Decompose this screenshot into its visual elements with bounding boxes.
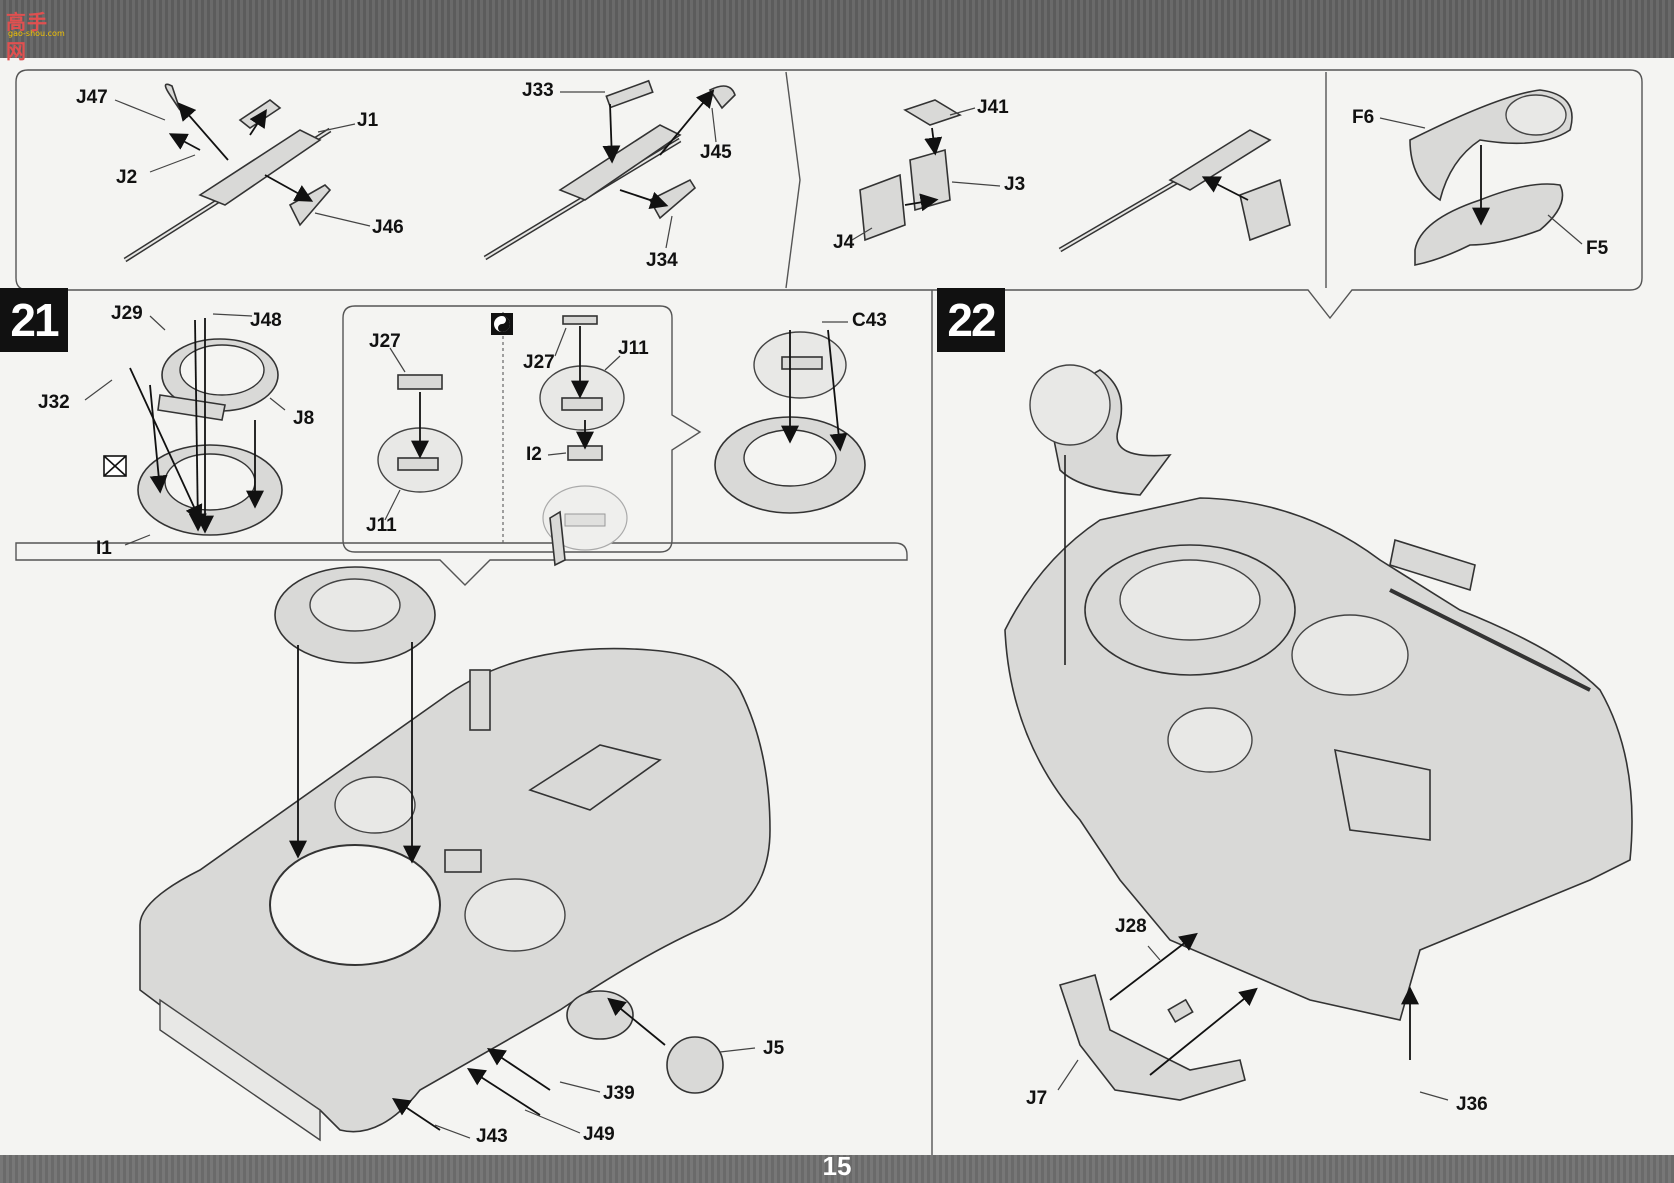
part-label-j33: J33 bbox=[522, 80, 554, 101]
part-label-j1: J1 bbox=[357, 110, 379, 131]
part-label-j27-b: J27 bbox=[523, 352, 555, 373]
part-label-f5: F5 bbox=[1586, 238, 1609, 259]
part-label-f6: F6 bbox=[1352, 107, 1375, 128]
part-label-j11-b: J11 bbox=[618, 338, 649, 359]
part-label-j8: J8 bbox=[293, 408, 315, 429]
part-label-j29: J29 bbox=[111, 303, 143, 324]
machine-gun-1 bbox=[114, 83, 371, 263]
part-label-c43: C43 bbox=[852, 310, 887, 331]
part-label-j28: J28 bbox=[1115, 916, 1147, 937]
x-box-icon bbox=[103, 455, 127, 477]
step21-callout-frame bbox=[15, 542, 908, 586]
hatch-option-a bbox=[377, 347, 463, 521]
part-label-j3: J3 bbox=[1004, 174, 1026, 195]
step21-option-box bbox=[342, 305, 702, 553]
footer-band: 15 bbox=[0, 1151, 1674, 1183]
mounted-machine-gun bbox=[1058, 129, 1291, 253]
part-label-j4: J4 bbox=[833, 232, 855, 253]
part-label-j48: J48 bbox=[250, 310, 282, 331]
site-logo: 高手网 gao-shou.com bbox=[6, 6, 68, 63]
hatch-option-b bbox=[539, 315, 628, 551]
header-band: 高手网 gao-shou.com bbox=[0, 0, 1674, 63]
machine-gun-2 bbox=[483, 79, 736, 261]
part-label-j2: J2 bbox=[116, 167, 138, 188]
part-label-j46: J46 bbox=[372, 217, 404, 238]
part-label-j39: J39 bbox=[603, 1083, 635, 1104]
part-label-j47: J47 bbox=[76, 87, 108, 108]
part-label-j43: J43 bbox=[476, 1126, 508, 1147]
part-label-j32: J32 bbox=[38, 392, 70, 413]
top-callout-frame bbox=[15, 69, 1643, 320]
turret-step22 bbox=[1004, 364, 1633, 1101]
callout-divider-chevron bbox=[785, 71, 801, 289]
cupola-with-hatch bbox=[714, 321, 866, 514]
turret-step21 bbox=[139, 510, 771, 1142]
part-label-j36: J36 bbox=[1456, 1094, 1488, 1115]
part-label-j41: J41 bbox=[977, 97, 1009, 118]
step-21-badge: 21 bbox=[0, 288, 68, 352]
part-label-j27-a: J27 bbox=[369, 331, 401, 352]
part-label-j7: J7 bbox=[1026, 1088, 1048, 1109]
cupola-cover-parts bbox=[1379, 89, 1583, 266]
part-label-i1: I1 bbox=[96, 538, 112, 559]
step-22-badge: 22 bbox=[937, 288, 1005, 352]
logo-subtext: gao-shou.com bbox=[8, 29, 65, 38]
yin-yang-icon bbox=[491, 313, 513, 335]
page-number: 15 bbox=[822, 1151, 852, 1181]
part-label-j11-a: J11 bbox=[366, 515, 397, 536]
part-label-j34: J34 bbox=[646, 250, 678, 271]
part-label-j5: J5 bbox=[763, 1038, 785, 1059]
part-label-j49: J49 bbox=[583, 1124, 615, 1145]
ammo-box-assembly bbox=[851, 99, 1001, 242]
part-label-i2: I2 bbox=[526, 444, 542, 465]
logo-text: 高手网 bbox=[6, 12, 48, 63]
part-label-j45: J45 bbox=[700, 142, 732, 163]
cupola-assembly-21 bbox=[84, 313, 286, 546]
